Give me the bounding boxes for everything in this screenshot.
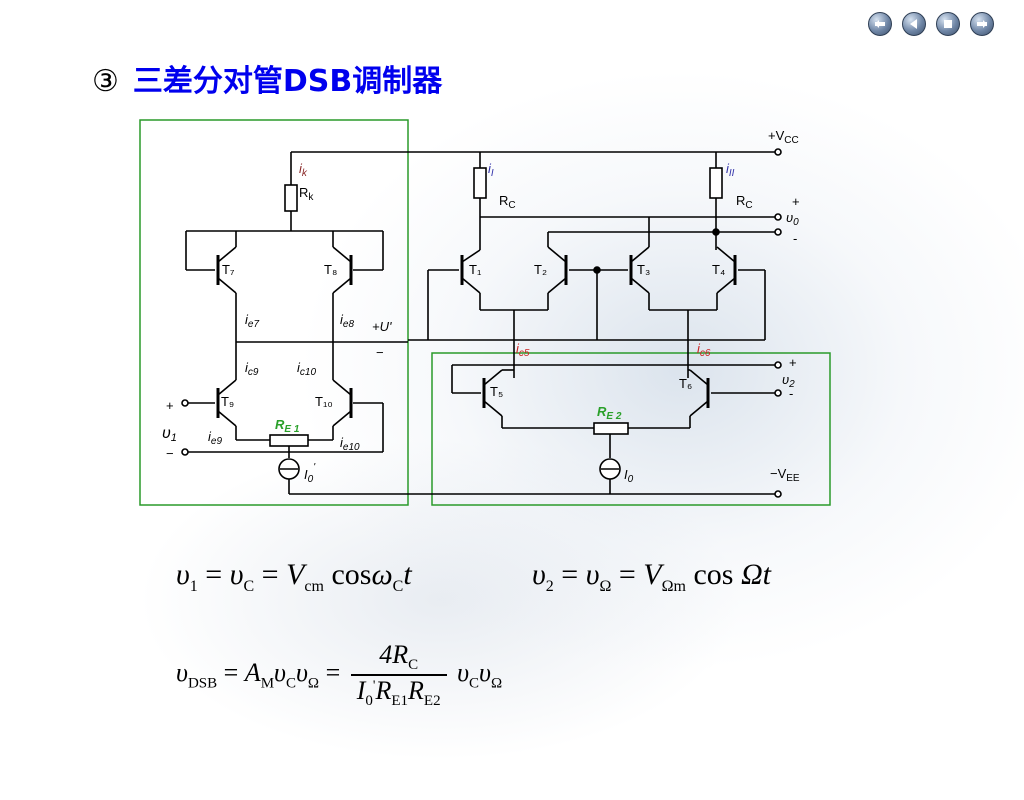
title-number: ③ [92,64,119,99]
title-text: 三差分对管DSB调制器 [132,64,443,99]
t2-label: T₂ [534,262,547,277]
left-box [139,119,409,506]
v2-minus: - [789,386,793,401]
t10-label: T₁₀ [315,394,333,409]
uprime-minus: − [376,345,384,360]
v1-label: υ1 [162,425,177,444]
fraction: 4RC I0'RE1RE2 [350,640,447,710]
t1-label: T₁ [469,262,482,277]
i0-label: I0 [624,467,634,485]
t3-label: T₃ [637,262,650,277]
first-icon[interactable] [868,12,892,36]
iI-label: iI [488,161,494,179]
v0-label: υ0 [786,210,799,228]
ie7-label: ie7 [245,312,259,330]
t5-label: T₅ [490,384,503,399]
ic6-label: ic6 [697,341,711,359]
re1-label: RE 1 [275,417,300,435]
t9-label: T₉ [221,394,234,409]
v1-minus: − [166,446,174,461]
prev-icon[interactable] [902,12,926,36]
t7-label: T₇ [222,262,235,277]
formula-v2: υ2 = υΩ = VΩm cos Ωt [532,558,771,595]
rk-label: Rk [299,185,314,203]
ic9-label: ic9 [245,360,259,378]
uprime-label: +U' [372,319,392,334]
re2-label: RE 2 [597,404,622,422]
v2-plus: + [789,355,797,370]
circuit-diagram: +VCC −VEE ik Rk iI iII RC RC + υ0 - T₇ T… [139,119,831,506]
ie10-label: ie10 [340,435,360,453]
last-icon[interactable] [970,12,994,36]
v1-plus: + [166,398,174,413]
vcc-label: +VCC [768,128,799,146]
formula-vdsb: υDSB = AMυCυΩ = 4RC I0'RE1RE2 υCυΩ [176,640,503,710]
next-icon[interactable] [936,12,960,36]
ie9-label: ie9 [208,429,222,447]
nav-buttons [868,12,994,36]
v0-plus: + [792,194,800,209]
ik-label: ik [299,161,308,179]
iII-label: iII [726,161,735,179]
rc-right-label: RC [736,193,753,211]
fraction-denominator: I0'RE1RE2 [356,676,441,710]
t8-label: T₈ [324,262,337,277]
right-box [431,352,831,506]
i0prime-label: I0' [304,462,316,485]
t4-label: T₄ [712,262,725,277]
fraction-numerator: 4RC [350,640,447,677]
v0-minus: - [793,231,797,246]
v2-label: υ2 [782,372,795,390]
rc-left-label: RC [499,193,516,211]
ie8-label: ie8 [340,312,354,330]
formula-v1: υ1 = υC = Vcm cosωCt [176,558,412,595]
page-title: ③ 三差分对管DSB调制器 [92,56,442,100]
t6-label: T₆ [679,376,692,391]
ic10-label: ic10 [297,360,316,378]
vee-label: −VEE [770,466,800,484]
ic5-label: ic5 [516,341,530,359]
